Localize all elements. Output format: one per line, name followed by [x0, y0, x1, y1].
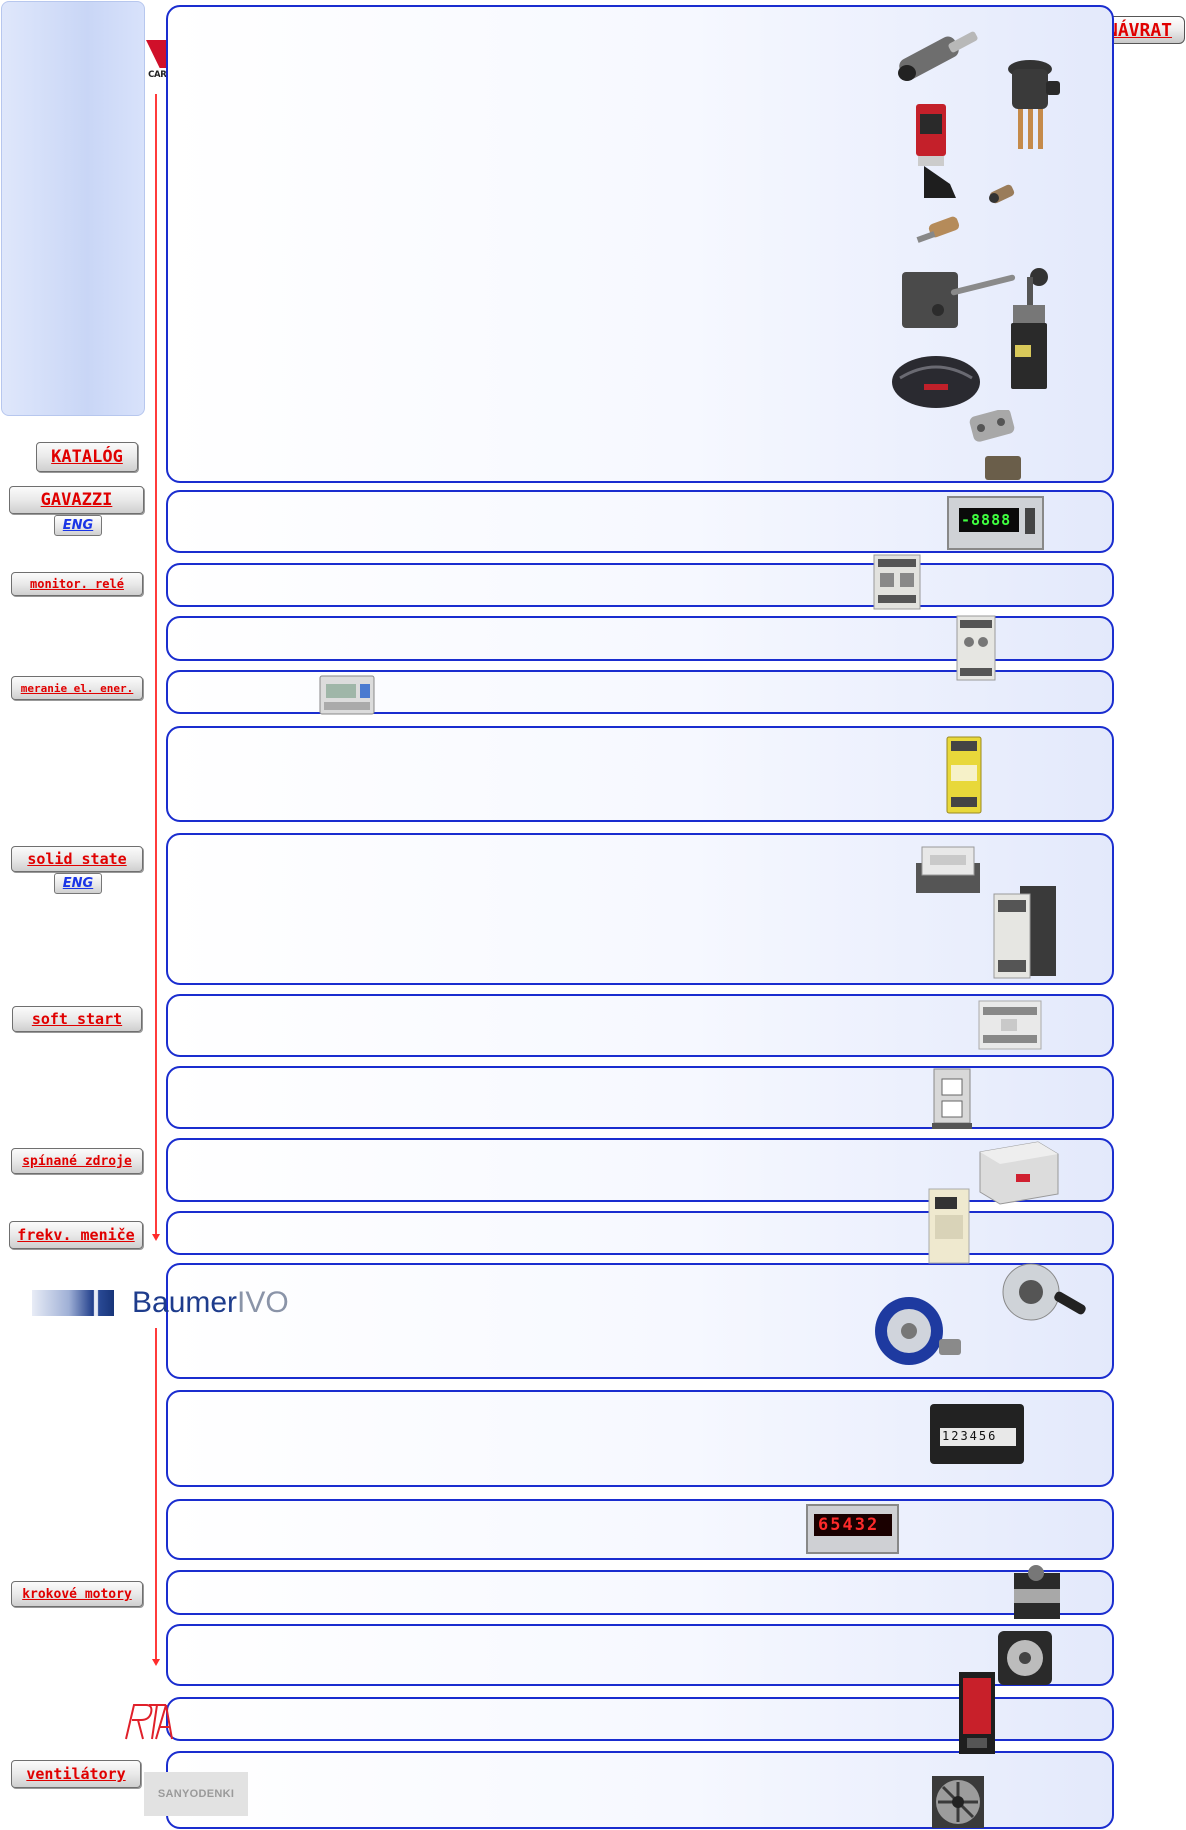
sanyo-denki-logo[interactable]: SANYODENKI [144, 1772, 248, 1816]
monitoring-relay-image [956, 615, 996, 681]
level-sensor-image [1008, 60, 1060, 149]
frekv-menice-button[interactable]: frekv. meniče [9, 1221, 143, 1249]
guide-arrow-down [152, 1234, 160, 1241]
counter-image: 123456 [930, 1404, 1024, 1464]
gavazzi-button[interactable]: GAVAZZI [9, 486, 144, 514]
rta-logo[interactable] [122, 1701, 178, 1743]
section-monitoring-relays-2[interactable] [166, 616, 1114, 661]
section-stepper-motors-1[interactable] [166, 1570, 1114, 1615]
section-soft-start[interactable] [166, 994, 1114, 1057]
stepper-drive-image [959, 1672, 995, 1754]
guide-arrow-down [152, 1659, 160, 1666]
panel-meter-digits: -8888 [961, 511, 1012, 529]
spinane-zdroje-button[interactable]: spínané zdroje [11, 1148, 143, 1174]
stepper-motor-image [998, 1631, 1052, 1685]
gavazzi-eng-button[interactable]: ENG [54, 515, 102, 536]
inductive-sensor-image [898, 31, 978, 81]
frequency-inverter-image [928, 1188, 970, 1264]
limit-switch-image [1011, 268, 1048, 389]
counter-digits: 123456 [942, 1429, 998, 1443]
stepper-motor-image [1014, 1565, 1060, 1619]
small-sensor-image [989, 184, 1015, 204]
section-monitoring-relays-1[interactable] [166, 563, 1114, 607]
panel-meter-image: -8888 [947, 496, 1044, 550]
ventilatory-button[interactable]: ventilátory [11, 1760, 141, 1788]
soft-starter-image [978, 1000, 1042, 1050]
baumer-ivo-logo[interactable]: BaumerIVO [32, 1285, 292, 1321]
monitor-rele-button[interactable]: monitor. relé [11, 572, 143, 596]
baumer-logo-text: Baumer [132, 1286, 238, 1319]
sanyo-denki-logo-text: SANYODENKI [157, 1788, 235, 1800]
section-stepper-motors-2[interactable] [166, 1624, 1114, 1686]
monitoring-relay-image [873, 554, 921, 610]
solid-state-button[interactable]: solid state [11, 846, 143, 872]
led-display-image: 65432 [806, 1504, 899, 1554]
power-supply-image [979, 1141, 1059, 1205]
photoelectric-sensor-image [916, 104, 956, 198]
section-displays[interactable] [166, 1499, 1114, 1560]
krokove-motory-button[interactable]: krokové motory [11, 1581, 143, 1607]
section-drives[interactable] [166, 1697, 1114, 1741]
soft-start-button[interactable]: soft start [12, 1006, 142, 1032]
door-sensor-image [969, 410, 1021, 480]
transmitter-image [902, 272, 1016, 328]
section-encoders[interactable] [166, 1263, 1114, 1379]
sidebar-panel [1, 1, 145, 416]
solid-state-eng-button[interactable]: ENG [54, 873, 102, 894]
ssr-block-image [916, 846, 980, 893]
carlo-gavazzi-guide-line [155, 94, 157, 1235]
baumer-stripes-icon [32, 1290, 114, 1316]
meranie-button[interactable]: meranie el. ener. [11, 676, 143, 700]
baumer-ivo-suffix: IVO [237, 1286, 289, 1319]
led-display-digits: 65432 [818, 1515, 880, 1535]
current-transformer-image [932, 1068, 972, 1129]
hollow-shaft-encoder-image [1002, 1263, 1086, 1321]
baumer-guide-line [155, 1328, 157, 1660]
small-sensor-image [916, 216, 960, 243]
dome-sensor-image [892, 356, 980, 408]
fan-image [932, 1776, 984, 1828]
energy-meter-image [319, 675, 375, 715]
rta-logo-icon [125, 1704, 173, 1740]
safety-relay-image [946, 736, 982, 814]
katalog-button[interactable]: KATALÓG [36, 442, 138, 472]
ssr-heatsink-image [993, 886, 1056, 979]
encoder-image [875, 1297, 961, 1365]
